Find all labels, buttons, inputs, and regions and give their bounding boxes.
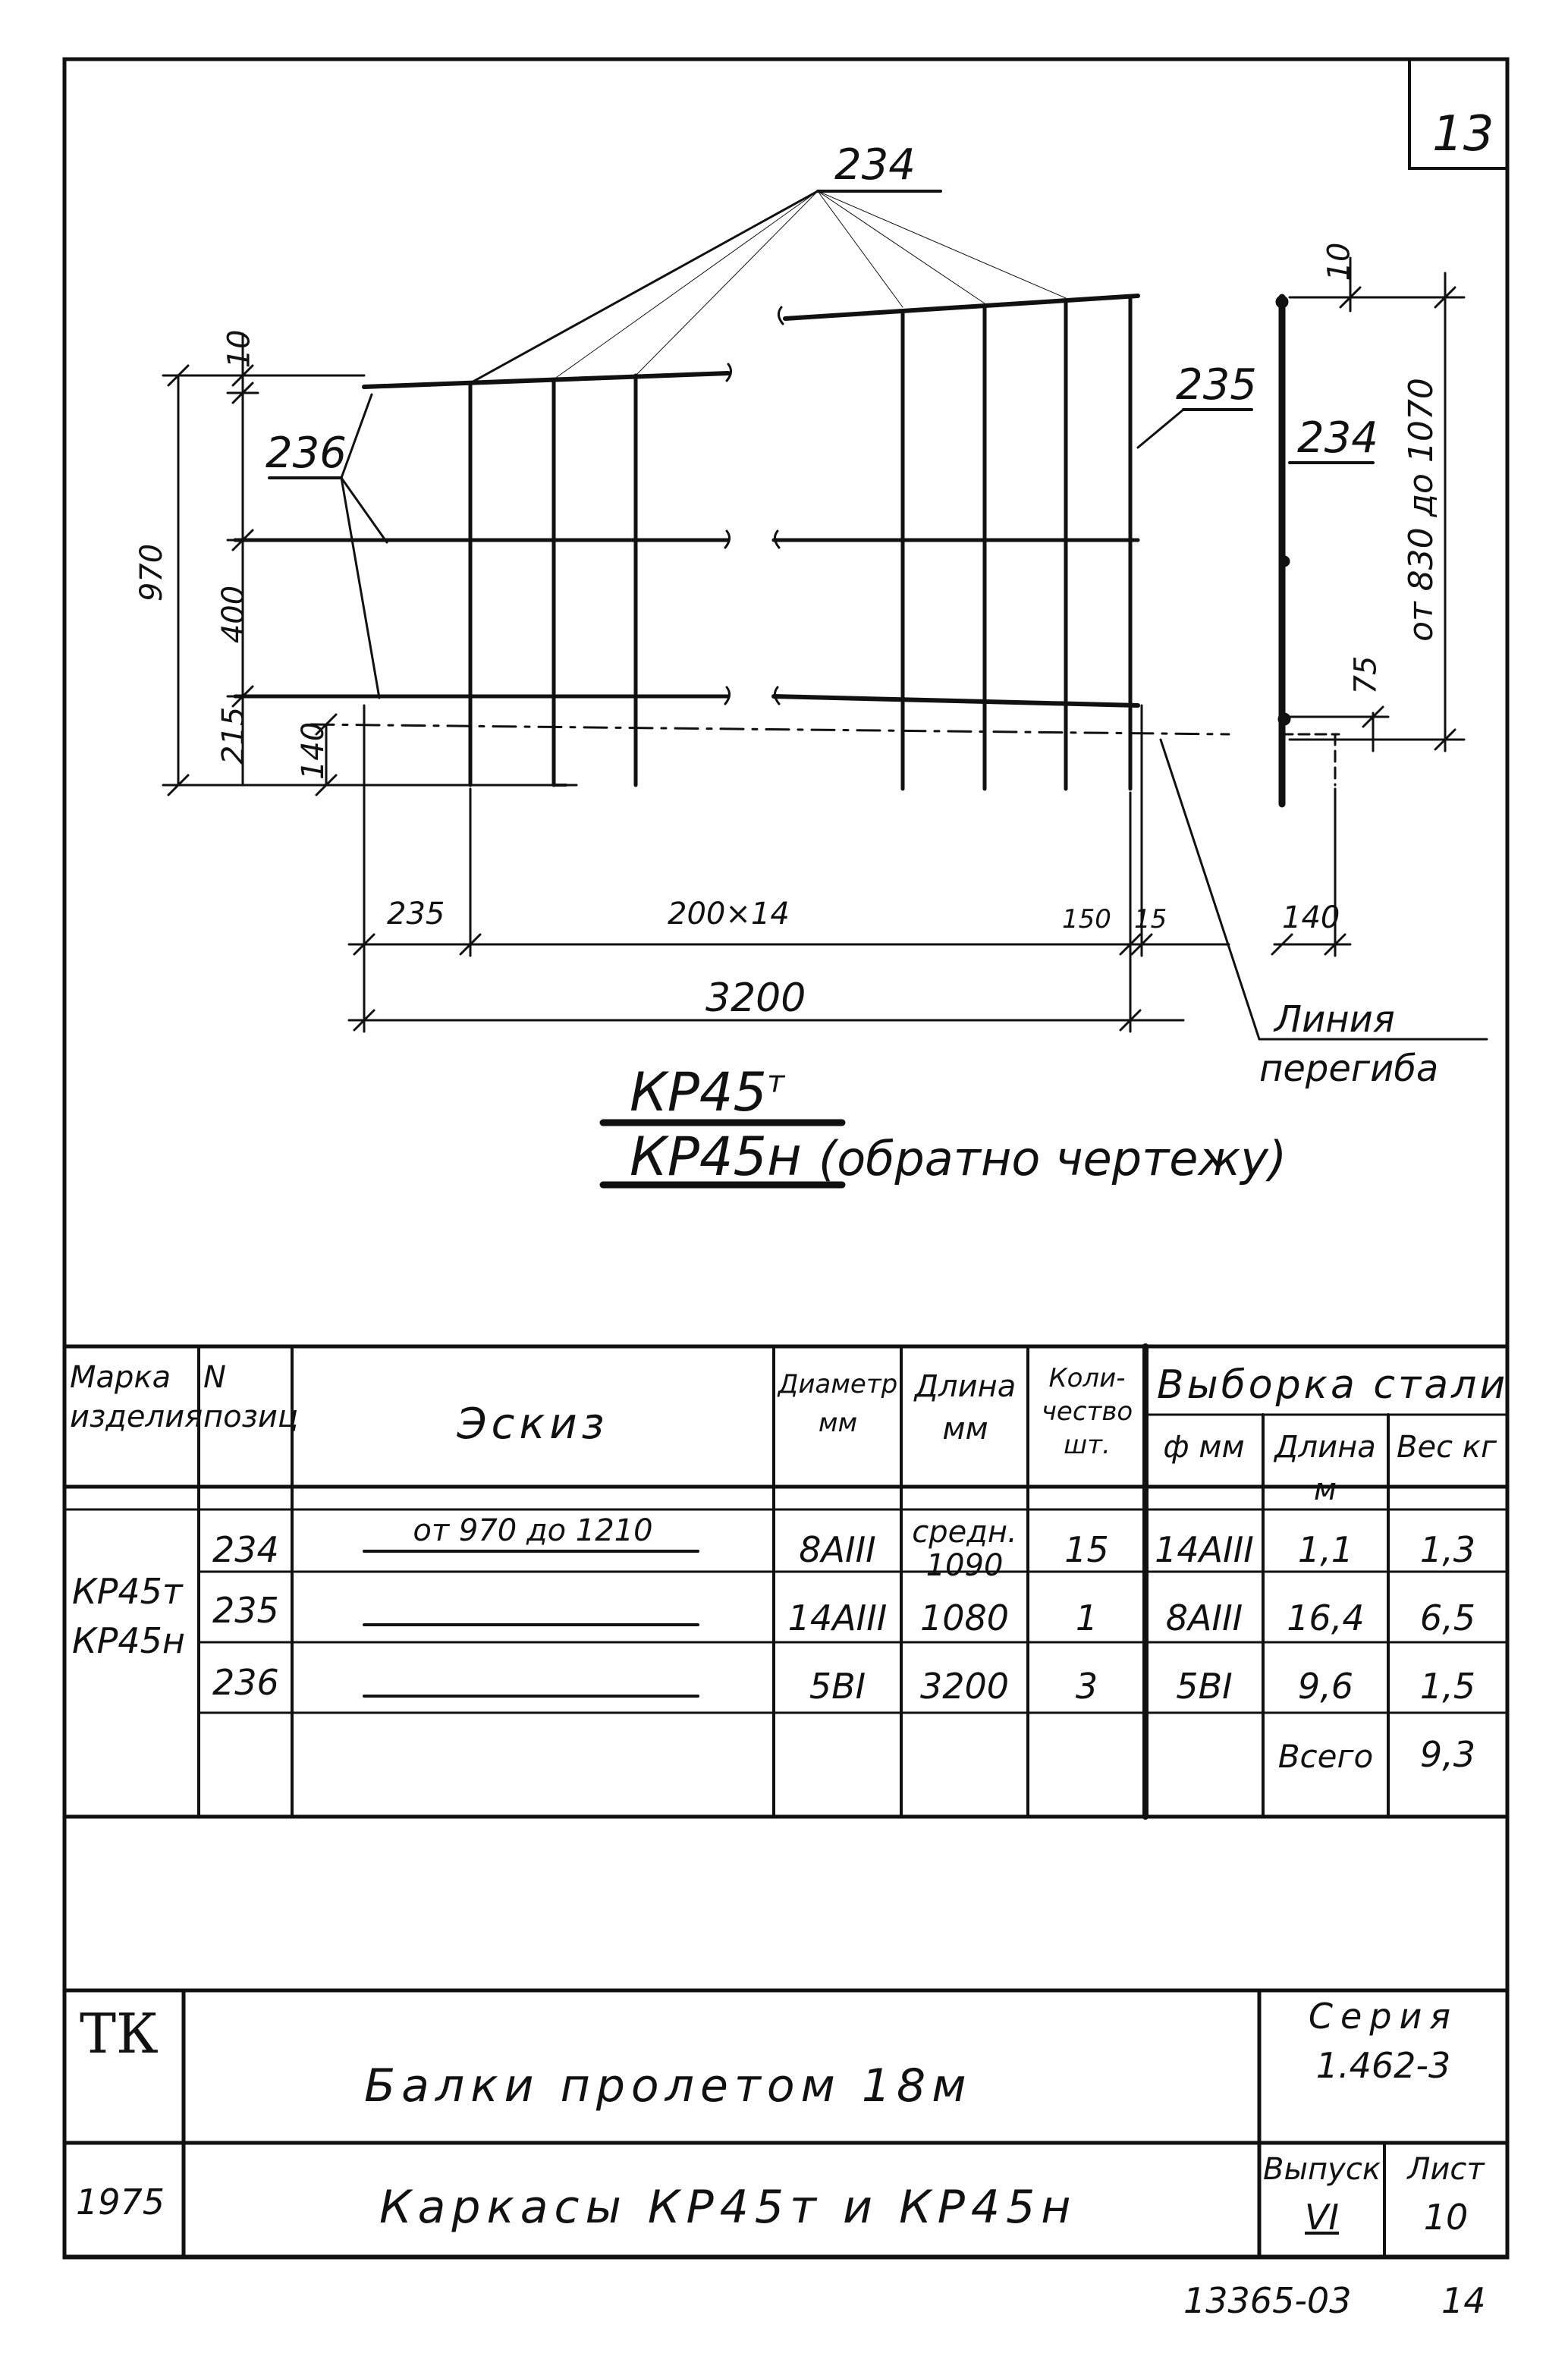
row2-sel-w: 6,5 <box>1419 1597 1476 1638</box>
row3-diameter: 5BI <box>809 1666 866 1707</box>
row2-length: 1080 <box>919 1597 1010 1638</box>
row3-length: 3200 <box>919 1666 1010 1707</box>
row1-qty: 15 <box>1064 1529 1109 1570</box>
row2-diameter: 14АIII <box>787 1597 888 1638</box>
page-number: 14 <box>1441 2280 1486 2321</box>
callout-234-top: 234 <box>834 140 916 190</box>
row1-length: средн. 1090 <box>912 1515 1017 1583</box>
header-length: Длина мм <box>914 1369 1017 1447</box>
dim-140-left: 140 <box>296 721 332 781</box>
callout-235: 235 <box>1176 360 1257 410</box>
org-stamp: ТК <box>80 2002 159 2065</box>
row3-sel-w: 1,5 <box>1419 1666 1476 1707</box>
dim-215: 215 <box>216 706 252 765</box>
row2-sel-len: 16,4 <box>1287 1597 1365 1638</box>
title-line-1: Балки пролетом 18м <box>364 2059 973 2113</box>
row1-sketch: от 970 до 1210 <box>413 1513 653 1548</box>
series-label: Серия <box>1308 1996 1459 2037</box>
mark-top-sup: т <box>766 1064 785 1100</box>
bar-236-top-left <box>362 371 731 389</box>
issue-value: VI <box>1304 2197 1340 2238</box>
row3-sel-d: 5BI <box>1176 1666 1233 1707</box>
dim-10-right: 10 <box>1321 242 1357 281</box>
sheet-label: Лист <box>1407 2152 1485 2187</box>
bar-236-top-right <box>783 294 1140 321</box>
row2-sel-d: 8АIII <box>1165 1597 1243 1638</box>
row3-sel-len: 9,6 <box>1297 1666 1354 1707</box>
row1-pos: 234 <box>212 1529 279 1570</box>
header-quantity: Коли-чество шт. <box>1041 1363 1133 1461</box>
title-line-2: Каркасы КР45т и КР45н <box>379 2181 1077 2234</box>
mark-value-t: КР45т <box>72 1571 183 1612</box>
header-mark: Марка изделия <box>70 1360 203 1434</box>
dim-400: 400 <box>216 585 252 644</box>
header-sketch: Эскиз <box>457 1399 609 1449</box>
sheet-number: 13 <box>1432 106 1494 162</box>
header-diameter: Диаметр мм <box>778 1369 898 1438</box>
row1-sel-d: 14АIII <box>1155 1529 1254 1570</box>
mark-bottom: КР45н (обратно чертежу) <box>630 1130 1287 1183</box>
mark-bottom-text: КР45н <box>630 1126 802 1188</box>
dim-830-1070: от 830 до 1070 <box>1401 378 1441 642</box>
issue-label: Выпуск <box>1263 2152 1381 2187</box>
sheet-number-box <box>1408 58 1509 170</box>
header-sel-length: Длина м <box>1274 1430 1376 1507</box>
total-label: Всего <box>1277 1738 1374 1775</box>
row1-diameter: 8АIII <box>799 1529 876 1570</box>
header-sel-weight: Вес кг <box>1397 1430 1497 1465</box>
doc-code: 13365-03 <box>1183 2280 1352 2321</box>
mark-value-n: КР45н <box>72 1620 186 1661</box>
series-value: 1.462-3 <box>1315 2045 1451 2086</box>
dim-10-left: 10 <box>222 329 257 369</box>
row1-sel-len: 1,1 <box>1297 1529 1354 1570</box>
dim-150: 150 <box>1062 904 1111 935</box>
row2-pos: 235 <box>212 1590 279 1631</box>
bend-line-label-2: перегиба <box>1259 1048 1439 1090</box>
header-selection: Выборка стали <box>1157 1362 1509 1408</box>
mark-bottom-note: (обратно чертежу) <box>819 1131 1287 1186</box>
row1-sel-w: 1,3 <box>1419 1529 1476 1570</box>
dim-200x14: 200×14 <box>668 897 790 931</box>
dim-75: 75 <box>1348 655 1384 695</box>
year: 1975 <box>76 2182 165 2222</box>
callout-236: 236 <box>266 429 347 478</box>
bar-236-bot-right <box>771 694 1140 708</box>
row3-qty: 3 <box>1075 1666 1098 1707</box>
header-sel-diam: ф мм <box>1163 1430 1245 1465</box>
dim-3200: 3200 <box>705 975 806 1021</box>
total-value: 9,3 <box>1419 1734 1476 1775</box>
dim-15: 15 <box>1134 904 1167 935</box>
mark-top-text: КР45 <box>630 1061 767 1123</box>
dim-970: 970 <box>134 543 170 602</box>
sheet-value: 10 <box>1423 2197 1469 2238</box>
callout-234-side: 234 <box>1297 413 1378 463</box>
mark-top: КР45т <box>630 1066 784 1119</box>
dim-235: 235 <box>387 897 445 931</box>
bend-line-label-1: Линия <box>1274 998 1395 1041</box>
row2-qty: 1 <box>1075 1597 1098 1638</box>
row3-pos: 236 <box>212 1662 279 1703</box>
dim-140-right: 140 <box>1282 900 1340 935</box>
header-pos: N позиц <box>203 1360 299 1434</box>
